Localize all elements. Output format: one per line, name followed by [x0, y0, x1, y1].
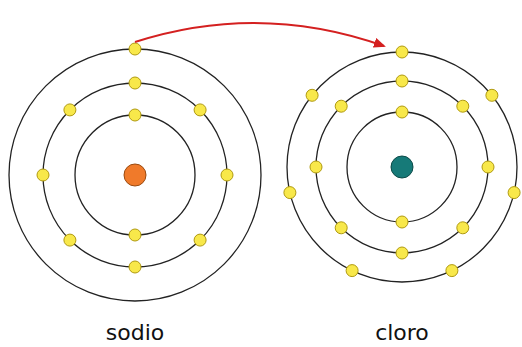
electron-dot [335, 100, 347, 112]
electron-dot [310, 161, 322, 173]
electron-dot [284, 187, 296, 199]
electron-dot [221, 169, 233, 181]
electron-dot [129, 261, 141, 273]
electron-dot [335, 222, 347, 234]
electron-dot [64, 104, 76, 116]
electron-dot [194, 104, 206, 116]
electron-dot [306, 89, 318, 101]
electron-dot [396, 216, 408, 228]
electron-dot [194, 234, 206, 246]
electron-dot [508, 187, 520, 199]
electron-dot [396, 247, 408, 259]
electron-dot [482, 161, 494, 173]
electron-dot [446, 265, 458, 277]
atom-node: sodio [9, 49, 261, 345]
electron-dot [396, 46, 408, 58]
electron-dot [486, 89, 498, 101]
electron-dot [129, 109, 141, 121]
atom-label: cloro [287, 320, 517, 345]
atom-label: sodio [9, 320, 261, 345]
electron-dot [64, 234, 76, 246]
atom-node: cloro [287, 52, 517, 345]
electron-dot [346, 265, 358, 277]
electron-dot [129, 77, 141, 89]
electron-dot [129, 229, 141, 241]
electron-dot [396, 106, 408, 118]
electron-dot [396, 75, 408, 87]
electron-dot [37, 169, 49, 181]
transfer-arrow [135, 23, 384, 46]
electron-dot [457, 222, 469, 234]
electron-dot [129, 43, 141, 55]
electron-dot [457, 100, 469, 112]
